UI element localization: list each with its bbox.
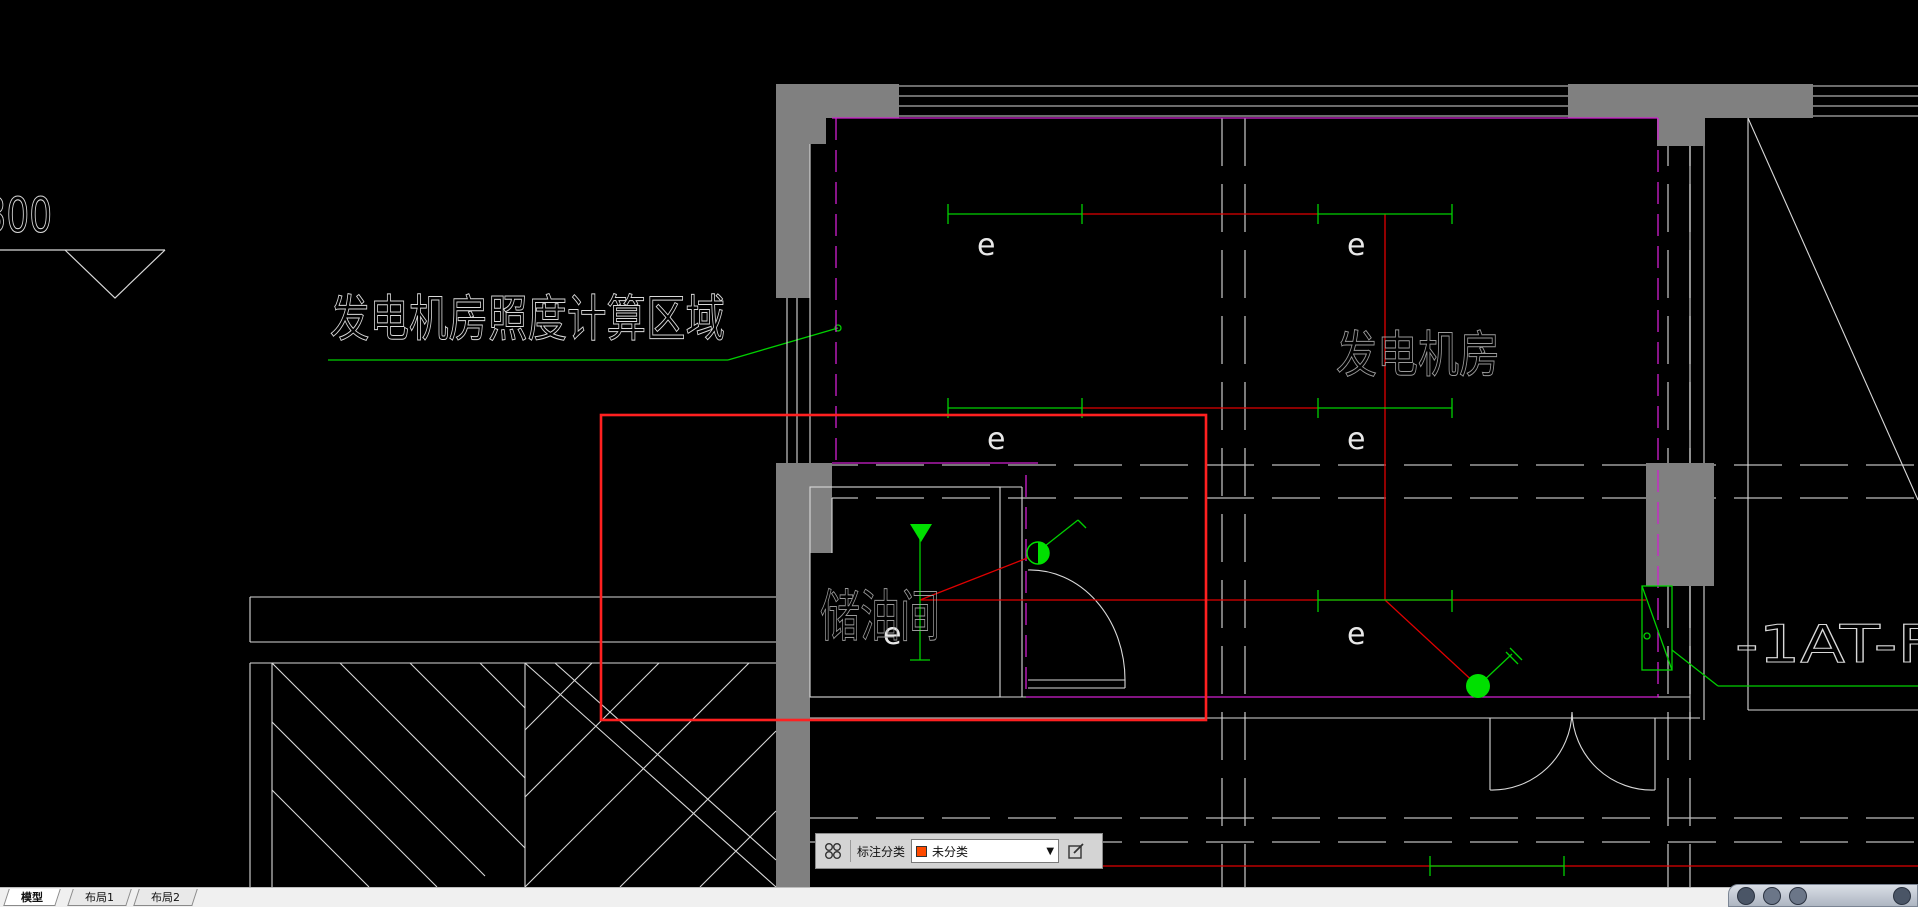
settings-gear-icon[interactable] bbox=[1893, 886, 1911, 905]
walls bbox=[776, 84, 1813, 887]
toolbar-separator bbox=[850, 840, 851, 862]
lamp-symbol: e bbox=[1347, 228, 1365, 263]
category-color-swatch bbox=[916, 845, 928, 857]
grid-lines bbox=[810, 118, 1918, 887]
area-leader-label: 发电机房照度计算区域 bbox=[330, 290, 725, 348]
annotation-toolbar: 标注分类 未分类 ▼ bbox=[815, 833, 1103, 869]
lamp-symbol: e bbox=[1347, 617, 1365, 652]
status-toggle-icon[interactable] bbox=[1763, 886, 1781, 905]
building-outlines bbox=[249, 85, 1918, 888]
calc-area-boundary bbox=[832, 117, 1659, 698]
selected-category: 未分类 bbox=[932, 844, 969, 859]
cad-drawing-svg[interactable]: 300 发电机房照度计算区域 bbox=[0, 0, 1918, 888]
grid-view-icon[interactable] bbox=[822, 840, 844, 862]
lamp-symbol: e bbox=[987, 422, 1005, 457]
fixtures bbox=[910, 204, 1918, 876]
lamp-symbol: e bbox=[883, 617, 901, 652]
drawing-canvas[interactable]: 300 发电机房照度计算区域 bbox=[0, 0, 1918, 888]
selection-highlight bbox=[599, 413, 1208, 722]
lamp-symbol: e bbox=[977, 228, 995, 263]
room-label-oil-storage: 储油间 bbox=[820, 585, 940, 650]
tab-layout1[interactable]: 布局1 bbox=[67, 889, 132, 906]
panel-label: -1AT-F bbox=[1735, 615, 1918, 675]
edit-icon[interactable] bbox=[1065, 840, 1087, 862]
status-toggle-icon[interactable] bbox=[1789, 886, 1807, 905]
switch-symbols bbox=[910, 524, 1490, 698]
lamp-symbol: e bbox=[1347, 422, 1365, 457]
annotation-category-label: 标注分类 bbox=[857, 844, 906, 859]
status-toggle-icon[interactable] bbox=[1737, 886, 1755, 905]
room-label-generator: 发电机房 bbox=[1336, 326, 1500, 384]
tab-layout2[interactable]: 布局2 bbox=[133, 889, 198, 906]
chevron-down-icon: ▼ bbox=[1046, 845, 1055, 857]
layout-tab-bar: 模型 布局1 布局2 bbox=[0, 887, 1918, 907]
status-tray bbox=[1728, 884, 1918, 907]
lamp-symbols: e e e e e e bbox=[883, 228, 1365, 652]
elevation-label: 300 bbox=[0, 189, 52, 244]
area-leader-line bbox=[328, 324, 842, 361]
elevation-marker bbox=[0, 249, 166, 299]
annotation-category-select[interactable]: 未分类 ▼ bbox=[911, 839, 1060, 863]
tab-model[interactable]: 模型 bbox=[3, 889, 61, 906]
